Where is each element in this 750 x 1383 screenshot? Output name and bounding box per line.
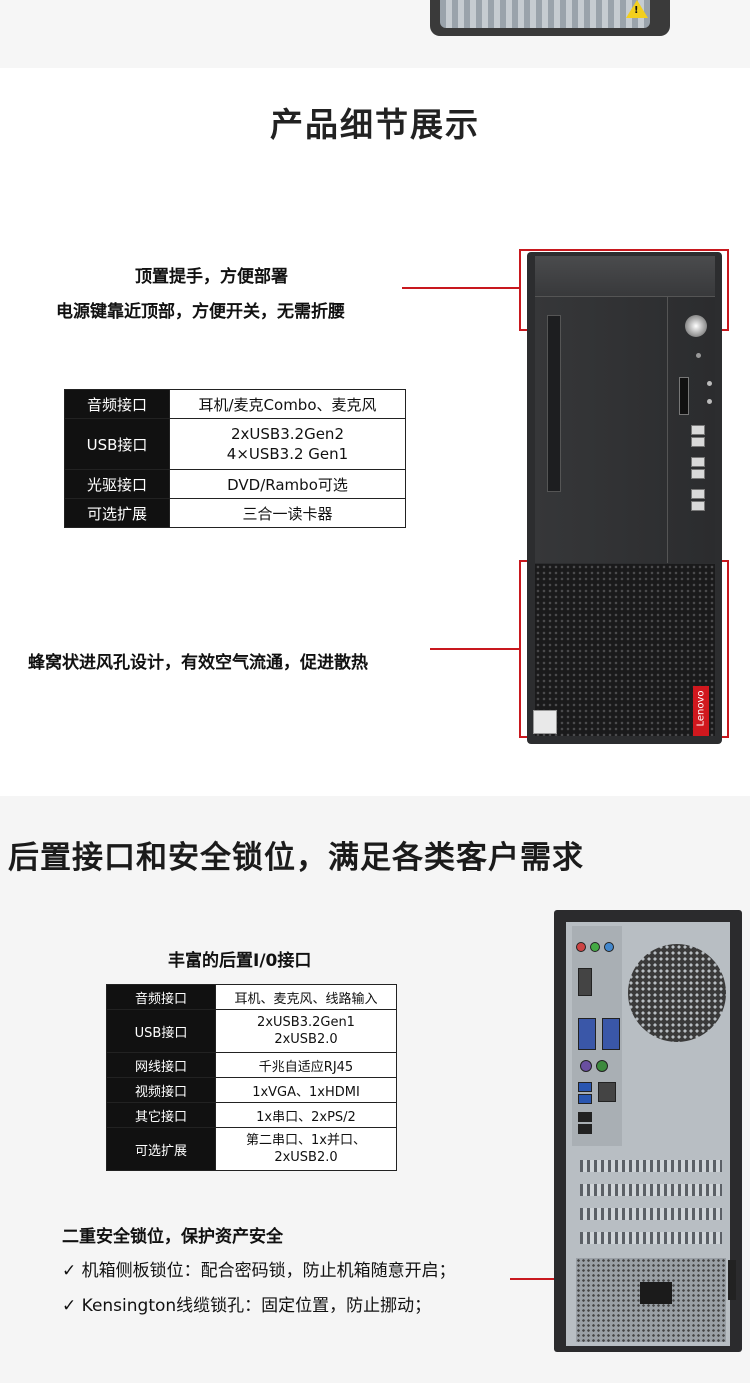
rear-spec-table: 音频接口 耳机、麦克风、线路输入 USB接口 2xUSB3.2Gen1 2xUS… (106, 984, 397, 1171)
security-heading: 二重安全锁位，保护资产安全 (62, 1227, 283, 1247)
usb-port-icon (691, 425, 705, 435)
usb-port-icon (578, 1082, 592, 1092)
front-panel (535, 296, 715, 563)
usb-port-icon (691, 469, 705, 479)
spec-value-line: 4×USB3.2 Gen1 (226, 445, 349, 463)
front-spec-table: 音频接口 耳机/麦克Combo、麦克风 USB接口 2xUSB3.2Gen2 4… (64, 389, 406, 528)
table-row: 其它接口 1x串口、2xPS/2 (106, 1102, 397, 1128)
ps2-port-icon (596, 1060, 608, 1072)
spec-label: 网线接口 (106, 1052, 216, 1078)
warning-icon: ! (626, 0, 648, 18)
audio-jack-icon (707, 381, 712, 386)
usb-port-icon (691, 489, 705, 499)
spec-label: USB接口 (106, 1009, 216, 1053)
security-item-kensington: ✓ Kensington线缆锁孔：固定位置，防止挪动； (62, 1296, 432, 1316)
spec-value: 耳机、麦克风、线路输入 (215, 984, 397, 1010)
callout-honeycomb-vent: 蜂窝状进风孔设计，有效空气流通，促进散热 (28, 653, 368, 673)
lenovo-logo: Lenovo (693, 686, 709, 736)
table-row: 网线接口 千兆自适应RJ45 (106, 1052, 397, 1078)
callout-line-top (402, 287, 520, 289)
card-reader-slot (679, 377, 689, 415)
power-socket (640, 1282, 672, 1304)
table-row: 音频接口 耳机、麦克风、线路输入 (106, 984, 397, 1010)
spec-label: 可选扩展 (64, 498, 170, 528)
table-row: 光驱接口 DVD/Rambo可选 (64, 469, 406, 499)
usb-port-icon (691, 437, 705, 447)
rear-panel (566, 922, 730, 1346)
table-row: 可选扩展 第二串口、1x并口、 2xUSB2.0 (106, 1127, 397, 1171)
expansion-slot (580, 1160, 722, 1172)
top-handle (535, 256, 715, 296)
hdmi-port-icon (578, 968, 592, 996)
section-title-details: 产品细节展示 (270, 105, 480, 144)
callout-power-button: 电源键靠近顶部，方便开关，无需折腰 (56, 302, 345, 322)
audio-jack-icon (604, 942, 614, 952)
ethernet-port-icon (598, 1082, 616, 1102)
spec-label: 视频接口 (106, 1077, 216, 1103)
spec-value-line: 2xUSB3.2Gen2 (231, 425, 344, 443)
spec-value: 耳机/麦克Combo、麦克风 (169, 389, 406, 419)
tower-front-image: Lenovo (527, 252, 722, 744)
spec-label: 光驱接口 (64, 469, 170, 499)
kensington-lock-slot (728, 1260, 736, 1300)
expansion-slot (580, 1232, 722, 1244)
spec-label: 音频接口 (64, 389, 170, 419)
spec-value-line: 2xUSB2.0 (274, 1032, 338, 1047)
ps2-port-icon (580, 1060, 592, 1072)
serial-port-icon (602, 1018, 620, 1050)
expansion-slot (580, 1184, 722, 1196)
audio-jack-icon (707, 399, 712, 404)
honeycomb-grille (535, 564, 715, 736)
table-row: 音频接口 耳机/麦克Combo、麦克风 (64, 389, 406, 419)
spec-value-line: 2xUSB3.2Gen1 (257, 1015, 355, 1030)
usb-port-icon (578, 1094, 592, 1104)
io-subtitle: 丰富的后置I/0接口 (168, 951, 312, 971)
vent-panel (440, 0, 650, 28)
io-shield (572, 926, 622, 1146)
spec-value-line: 第二串口、1x并口、 (246, 1133, 366, 1148)
table-row: USB接口 2xUSB3.2Gen2 4×USB3.2 Gen1 (64, 418, 406, 470)
spec-value: 1x串口、2xPS/2 (215, 1102, 397, 1128)
expansion-slots (580, 1156, 722, 1248)
tower-bottom-image: ! (430, 0, 670, 36)
usb-port-icon (691, 501, 705, 511)
spec-value-line: 2xUSB2.0 (274, 1150, 338, 1165)
spec-label: USB接口 (64, 418, 170, 470)
table-row: 视频接口 1xVGA、1xHDMI (106, 1077, 397, 1103)
panel-divider (667, 297, 668, 563)
tower-rear-image (554, 910, 742, 1352)
usb-port-icon (691, 457, 705, 467)
energy-badge (533, 710, 557, 734)
callout-line-grille (430, 648, 520, 650)
power-button-icon (685, 315, 707, 337)
table-row: 可选扩展 三合一读卡器 (64, 498, 406, 528)
audio-jack-icon (590, 942, 600, 952)
expansion-slot (580, 1208, 722, 1220)
section-title-rear: 后置接口和安全锁位，满足各类客户需求 (8, 840, 584, 876)
spec-label: 音频接口 (106, 984, 216, 1010)
rear-fan-grille (628, 944, 726, 1042)
table-row: USB接口 2xUSB3.2Gen1 2xUSB2.0 (106, 1009, 397, 1053)
spec-label: 可选扩展 (106, 1127, 216, 1171)
spec-value: 千兆自适应RJ45 (215, 1052, 397, 1078)
usb-port-icon (578, 1124, 592, 1134)
indicator-dot (696, 353, 701, 358)
spec-value: 1xVGA、1xHDMI (215, 1077, 397, 1103)
callout-top-handle: 顶置提手，方便部署 (135, 267, 288, 287)
usb-port-icon (578, 1112, 592, 1122)
power-supply (576, 1258, 726, 1342)
spec-value: 三合一读卡器 (169, 498, 406, 528)
security-item-side-lock: ✓ 机箱侧板锁位：配合密码锁，防止机箱随意开启； (62, 1261, 456, 1281)
vga-port-icon (578, 1018, 596, 1050)
optical-drive-bay (547, 315, 561, 492)
spec-value: DVD/Rambo可选 (169, 469, 406, 499)
audio-jack-icon (576, 942, 586, 952)
spec-label: 其它接口 (106, 1102, 216, 1128)
